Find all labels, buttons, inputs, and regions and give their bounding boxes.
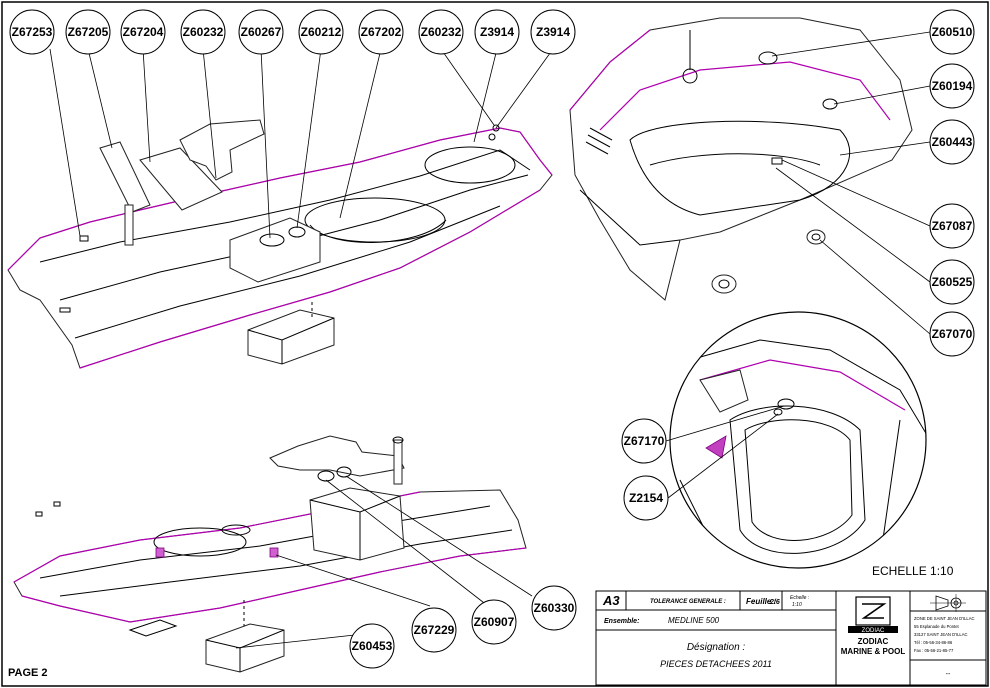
company-name: ZODIAC [858, 637, 889, 646]
hull-view-bottom-left [13, 435, 527, 673]
format-label: A3 [602, 593, 620, 608]
svg-text:Z60212: Z60212 [301, 25, 342, 39]
callout-bottom-1: Z60453 [349, 623, 395, 669]
scale-small-value: 1:10 [792, 602, 802, 608]
svg-text:Z60525: Z60525 [932, 275, 973, 289]
svg-text:Z60194: Z60194 [932, 79, 973, 93]
callout-top-8: Z60232 [418, 9, 464, 55]
sheet-label: Feuille : [746, 597, 777, 606]
svg-text:Z67205: Z67205 [68, 25, 109, 39]
svg-text:Z60267: Z60267 [241, 25, 282, 39]
designation-value: PIECES DETACHEES 2011 [660, 659, 772, 669]
hull-view-top-left [7, 119, 553, 369]
hull-view-top-right [569, 17, 913, 301]
callout-right-1: Z60510 [929, 9, 975, 55]
svg-text:Z60510: Z60510 [932, 25, 973, 39]
callout-bottom-2: Z67229 [411, 607, 457, 653]
svg-text:Z60443: Z60443 [932, 135, 973, 149]
leaders-top-left [49, 48, 554, 239]
callout-right-6: Z67070 [929, 311, 975, 357]
callout-top-3: Z67204 [120, 9, 166, 55]
svg-text:Z60453: Z60453 [352, 639, 393, 653]
callout-right-2: Z60194 [929, 63, 975, 109]
logo-box-text: ZODIAC [862, 628, 885, 634]
callout-detail-1: Z67170 [621, 418, 667, 464]
svg-text:Z60232: Z60232 [421, 25, 462, 39]
svg-text:Z3914: Z3914 [536, 25, 570, 39]
projection-symbol [930, 594, 966, 612]
company-sub: MARINE & POOL [841, 647, 906, 656]
address-block: ZONE DE SAINT JEAN D'ILLAC 55 Esplanade … [914, 616, 975, 653]
sheet-value: 2/6 [769, 599, 780, 606]
callout-right-5: Z60525 [929, 259, 975, 305]
callout-top-7: Z67202 [358, 9, 404, 55]
corner-dash: -- [946, 671, 951, 678]
callouts-bottom: Z60453 Z67229 Z60907 Z60330 [349, 585, 577, 669]
svg-text:Z3914: Z3914 [480, 25, 514, 39]
leaders-bottom [235, 475, 533, 649]
callout-top-9: Z3914 [474, 9, 520, 55]
detail-view [665, 311, 927, 569]
svg-text:Z67253: Z67253 [12, 25, 53, 39]
callout-right-4: Z67087 [929, 203, 975, 249]
scale-small-label: Echelle : [790, 595, 810, 601]
callout-top-2: Z67205 [65, 9, 111, 55]
svg-text:Z60907: Z60907 [474, 615, 515, 629]
svg-text:Z67229: Z67229 [414, 623, 455, 637]
svg-text:Z2154: Z2154 [629, 491, 663, 505]
callout-bottom-3: Z60907 [471, 599, 517, 645]
callout-top-1: Z67253 [9, 9, 55, 55]
callout-top-4: Z60232 [180, 9, 226, 55]
svg-text:Z67204: Z67204 [123, 25, 164, 39]
svg-text:Z60232: Z60232 [183, 25, 224, 39]
designation-label: Désignation : [687, 642, 746, 653]
svg-text:Z67170: Z67170 [624, 434, 665, 448]
address-line-1: ZONE DE SAINT JEAN D'ILLAC [914, 616, 975, 621]
ensemble-label: Ensemble: [604, 618, 639, 625]
zodiac-logo: ZODIAC ZODIAC MARINE & POOL [841, 596, 906, 656]
tolerance-label: TOLERANCE GENERALE : [650, 599, 726, 605]
callout-top-5: Z60267 [238, 9, 284, 55]
svg-text:Z67087: Z67087 [932, 219, 973, 233]
callout-detail-2: Z2154 [623, 475, 669, 521]
page-label: PAGE 2 [8, 667, 48, 679]
address-line-5: Fax : 05-56-21-85-77 [914, 648, 954, 653]
address-line-4: Tél : 05-56-34-86-86 [914, 640, 953, 645]
scale-label: ECHELLE 1:10 [872, 564, 954, 578]
callouts-detail: Z67170 Z2154 [621, 418, 669, 521]
leaders-right [771, 31, 931, 335]
svg-text:Z67070: Z67070 [932, 327, 973, 341]
address-line-3: 33127 SAINT JEAN D'ILLAC [914, 632, 968, 637]
callouts-right: Z60510 Z60194 Z60443 Z67087 Z60525 Z6707… [929, 9, 975, 357]
ensemble-value: MEDLINE 500 [668, 616, 720, 625]
callout-right-3: Z60443 [929, 119, 975, 165]
callout-top-10: Z3914 [530, 9, 576, 55]
title-block: A3 TOLERANCE GENERALE : Feuille : 2/6 Ec… [595, 590, 987, 686]
svg-text:Z60330: Z60330 [534, 601, 575, 615]
callouts-top-left: Z67253 Z67205 Z67204 Z60232 Z60267 Z6021… [9, 9, 576, 55]
address-line-2: 55 Esplanade du Pontet [914, 624, 960, 629]
callout-top-6: Z60212 [298, 9, 344, 55]
callout-bottom-4: Z60330 [531, 585, 577, 631]
svg-text:Z67202: Z67202 [361, 25, 402, 39]
